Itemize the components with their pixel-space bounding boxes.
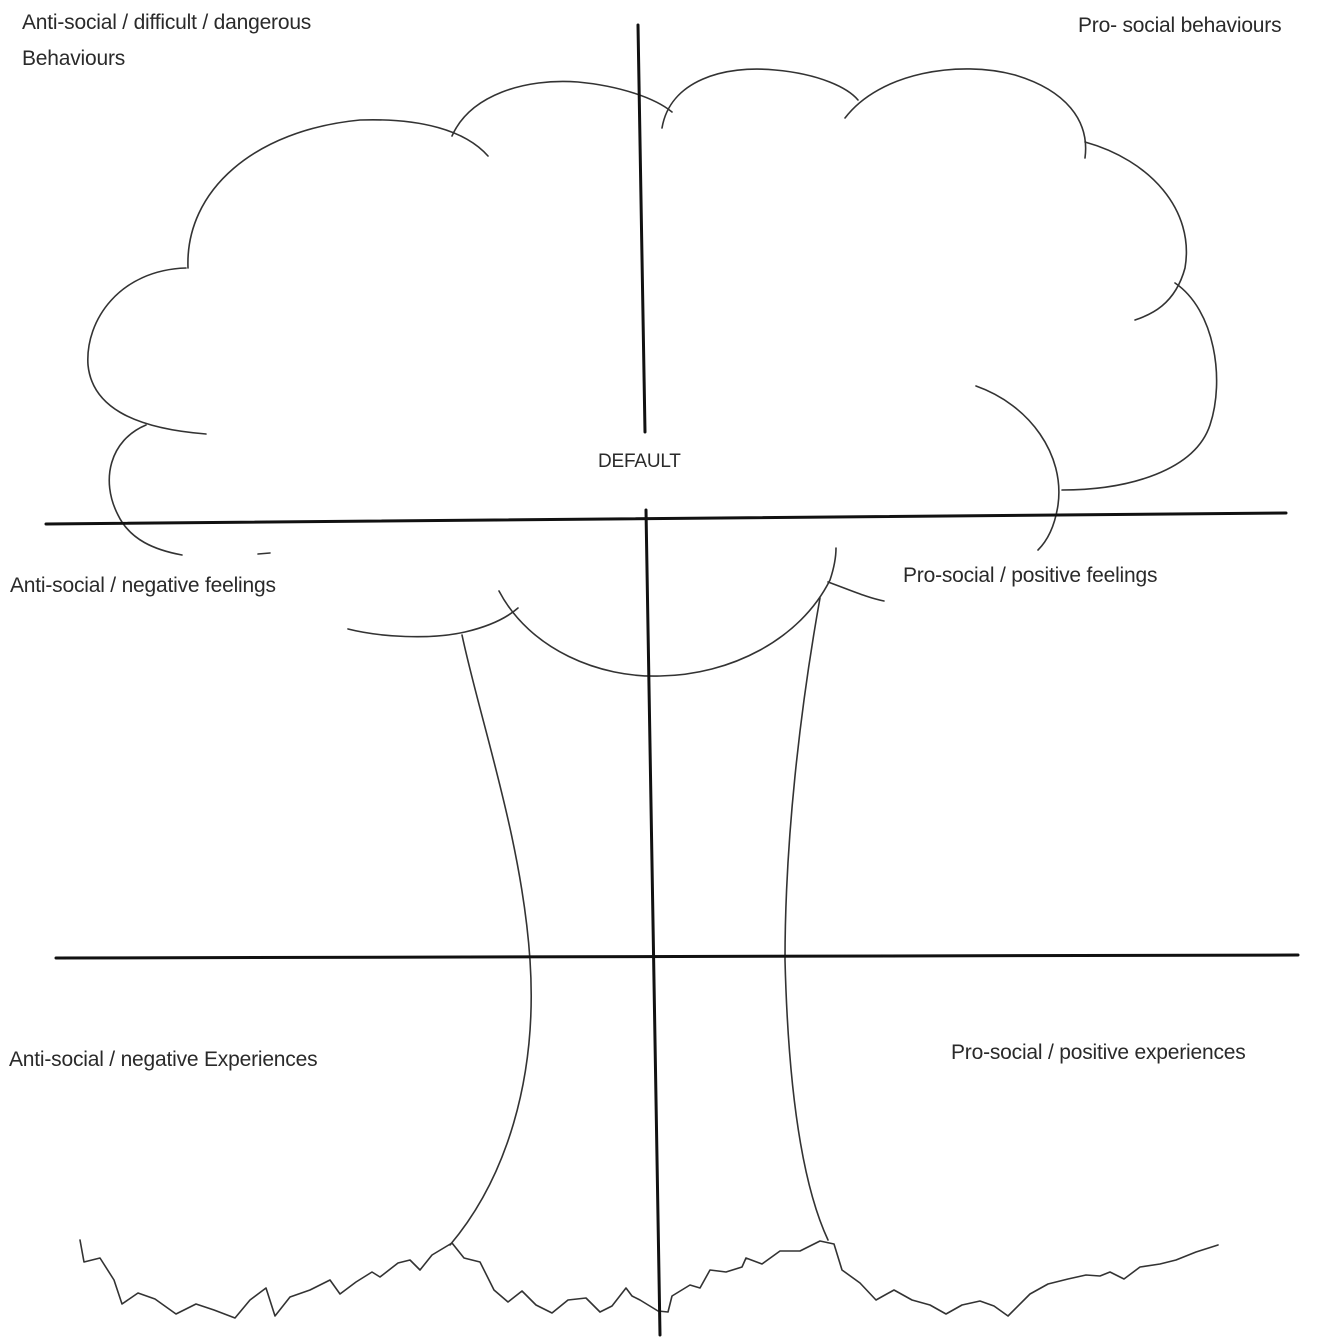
canopy-outline-left-1	[87, 267, 207, 435]
divider-vertical-upper	[636, 23, 647, 434]
canopy-outline-top-left	[187, 118, 489, 269]
canopy-outline-top-middle	[451, 80, 673, 137]
label-prosocial-behaviours: Pro- social behaviours	[1078, 14, 1282, 37]
ground-line	[79, 1239, 1219, 1319]
label-antisocial-behaviours-line1: Anti-social / difficult / dangerous	[22, 11, 312, 34]
label-antisocial-feelings: Anti-social / negative feelings	[10, 574, 276, 597]
label-prosocial-experiences: Pro-social / positive experiences	[951, 1041, 1246, 1064]
label-antisocial-experiences: Anti-social / negative Experiences	[9, 1048, 318, 1071]
canopy-outline-right-3	[975, 385, 1060, 551]
canopy-outline-top-right-2	[844, 68, 1087, 159]
canopy-outline-bottom-center	[498, 547, 837, 677]
label-antisocial-behaviours-line2: Behaviours	[22, 47, 126, 70]
trunk-right-edge	[784, 597, 829, 1241]
canopy-outline-bottom-left	[347, 607, 519, 638]
canopy-outline-top-right-1	[661, 68, 859, 129]
canopy-outline-bottom-right	[827, 581, 885, 602]
label-default: DEFAULT	[598, 451, 681, 472]
label-antisocial-behaviours: Anti-social / difficult / dangerous Beha…	[22, 5, 311, 77]
canopy-outline-left-2	[108, 424, 183, 556]
canopy-outline-right-2	[1061, 282, 1218, 491]
label-prosocial-feelings: Pro-social / positive feelings	[903, 564, 1158, 587]
canopy-outline-right-1	[1084, 141, 1188, 321]
canopy-outline-left-tick	[257, 552, 271, 555]
divider-horizontal-lower	[54, 953, 1300, 960]
divider-vertical-lower	[644, 508, 662, 1337]
trunk-left-edge	[449, 634, 532, 1246]
divider-horizontal-upper	[44, 511, 1288, 526]
